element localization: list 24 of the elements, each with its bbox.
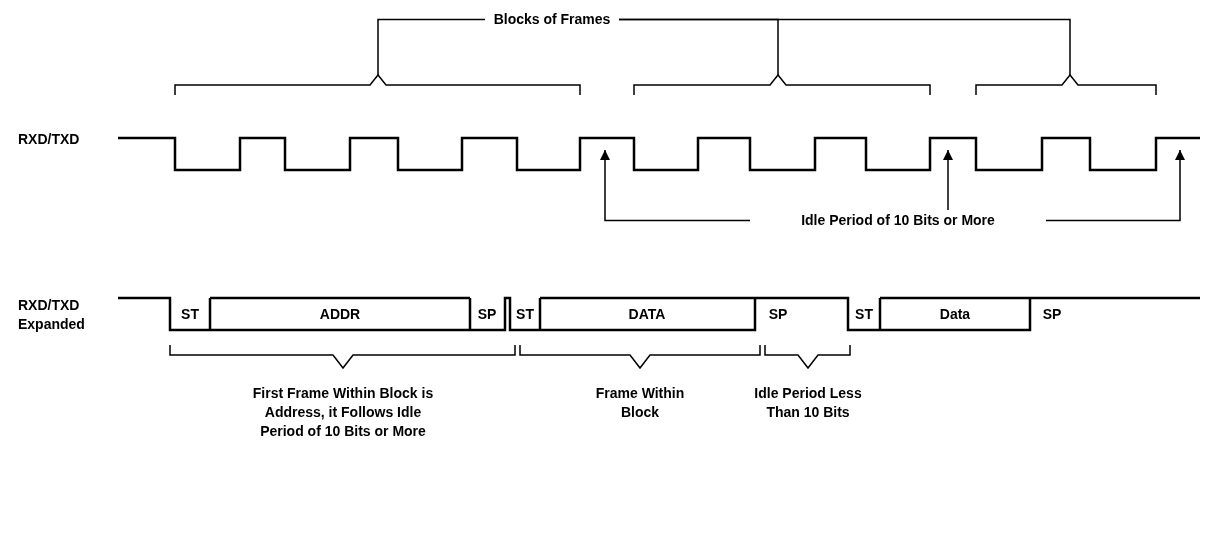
signal-label: RXD/TXD Expanded	[18, 296, 86, 334]
field-label: Data	[938, 305, 972, 324]
field-label: SP	[476, 305, 498, 324]
leader-line	[618, 18, 1071, 77]
field-label: SP	[767, 305, 789, 324]
field-label: ST	[180, 305, 200, 324]
brace	[174, 73, 581, 96]
leader-line	[377, 18, 486, 77]
field-label: ADDR	[318, 305, 362, 324]
brace	[975, 73, 1157, 96]
callout-text: Blocks of Frames	[487, 10, 617, 29]
field-label: SP	[1041, 305, 1063, 324]
leader-arrow	[1045, 149, 1185, 222]
field-label: ST	[854, 305, 874, 324]
field-label: ST	[515, 305, 535, 324]
callout-text: Idle Period of 10 Bits or More	[752, 211, 1044, 230]
field-label: DATA	[627, 305, 667, 324]
annotation-text: First Frame Within Block is Address, it Follows Idle Period of 10 Bits or More	[251, 384, 435, 441]
signal-label: RXD/TXD	[18, 130, 81, 149]
annotation-text: Idle Period Less Than 10 Bits	[753, 384, 863, 422]
annotation-text: Frame Within Block	[594, 384, 686, 422]
leader-arrow	[600, 149, 751, 222]
leader-arrow	[943, 149, 953, 211]
brace	[633, 73, 931, 96]
